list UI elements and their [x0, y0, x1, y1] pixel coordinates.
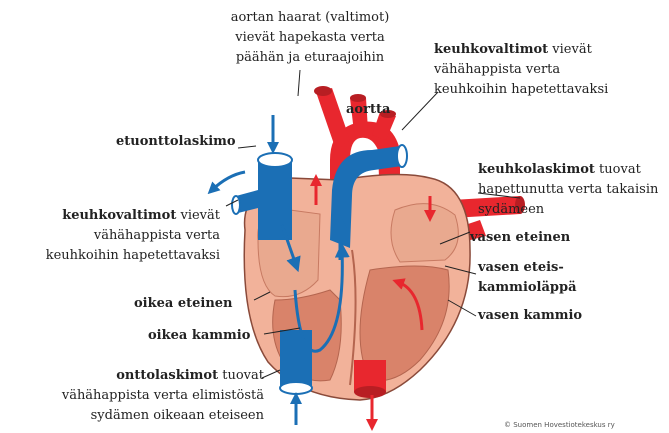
left-atrium-term: vasen eteinen: [470, 230, 570, 245]
label-mitral-valve: vasen eteis- kammioläppä: [478, 258, 577, 298]
pulm-veins-line-2: hapettunutta verta takaisin: [478, 180, 658, 200]
pulm-artery-right-rest: vievät: [548, 42, 592, 57]
pulm-veins-term: keuhkolaskimot: [478, 162, 595, 177]
label-pulmonary-arteries-left: keuhkovaltimot vievät vähähappista verta…: [10, 206, 220, 266]
pulm-artery-left-term: keuhkovaltimot: [62, 208, 176, 223]
mitral-valve-line-1: vasen eteis-: [478, 258, 577, 278]
copyright-notice: © Suomen Hovestiotekeskus ry: [504, 421, 615, 429]
aortic-branches-line-3: päähän ja eturaajoihin: [220, 48, 400, 68]
aortic-branches-line-1: aortan haarat (valtimot): [220, 8, 400, 28]
inferior-vena-cava-term: onttolaskimot: [116, 368, 218, 383]
label-inferior-vena-cava: onttolaskimot tuovat vähähappista verta …: [44, 366, 264, 426]
pulm-artery-right-line-3: keuhkoihin hapetettavaksi: [434, 80, 608, 100]
pulm-veins-rest: tuovat: [595, 162, 641, 177]
inferior-vena-cava-line-3: sydämen oikeaan eteiseen: [44, 406, 264, 426]
pulm-artery-left-line-3: keuhkoihin hapetettavaksi: [10, 246, 220, 266]
label-pulmonary-arteries-right: keuhkovaltimot vievät vähähappista verta…: [434, 40, 608, 100]
aortic-branches-line-2: vievät hapekasta verta: [220, 28, 400, 48]
right-atrium-term: oikea eteinen: [134, 296, 233, 311]
label-left-ventricle: vasen kammio: [478, 306, 582, 326]
descending-aorta: [354, 360, 386, 398]
pulm-artery-right-line-2: vähähappista verta: [434, 60, 608, 80]
pulm-veins-line-3: sydämeen: [478, 200, 658, 220]
aorta-term: aortta: [346, 102, 390, 117]
inferior-vena-cava-line-2: vähähappista verta elimistöstä: [44, 386, 264, 406]
right-ventricle-term: oikea kammio: [148, 328, 250, 343]
pulm-artery-left-rest: vievät: [176, 208, 220, 223]
superior-vena-cava-term: etuonttolaskimo: [116, 134, 236, 149]
left-ventricle-term: vasen kammio: [478, 308, 582, 323]
inferior-vena-cava: [280, 330, 312, 394]
label-aortic-branches: aortan haarat (valtimot) vievät hapekast…: [220, 8, 400, 68]
label-aorta: aortta: [346, 100, 390, 120]
label-right-ventricle: oikea kammio: [148, 326, 250, 346]
label-right-atrium: oikea eteinen: [134, 294, 233, 314]
label-left-atrium: vasen eteinen: [470, 228, 570, 248]
label-superior-vena-cava: etuonttolaskimo: [116, 132, 236, 152]
pulm-artery-right-term: keuhkovaltimot: [434, 42, 548, 57]
pulm-artery-left-line-2: vähähappista verta: [10, 226, 220, 246]
inferior-vena-cava-rest: tuovat: [218, 368, 264, 383]
mitral-valve-line-2: kammioläppä: [478, 278, 577, 298]
label-pulmonary-veins: keuhkolaskimot tuovat hapettunutta verta…: [478, 160, 658, 220]
